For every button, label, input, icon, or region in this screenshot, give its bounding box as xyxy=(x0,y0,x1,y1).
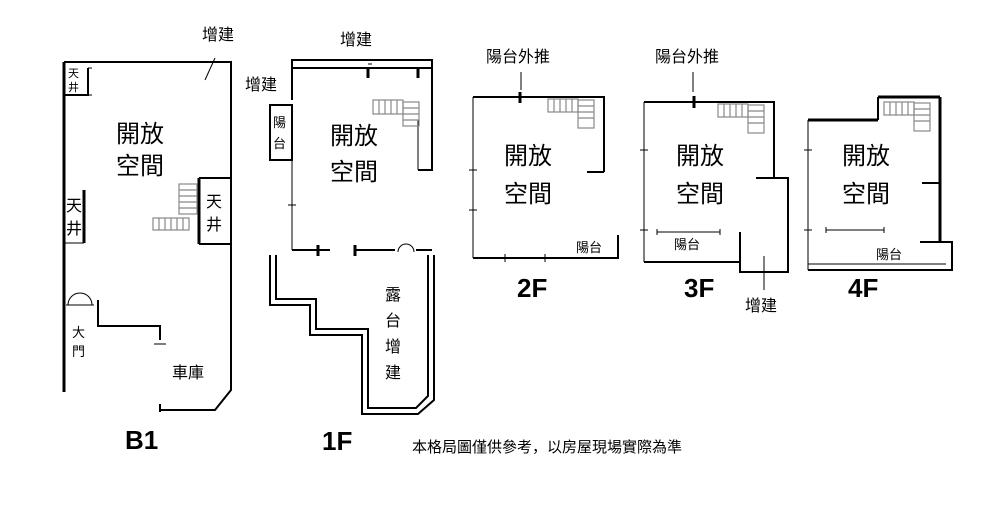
f2-open-space-1: 開放 xyxy=(504,142,552,170)
disclaimer-note: 本格局圖僅供參考，以房屋現場實際為準 xyxy=(412,438,682,456)
b1-open-space-1: 開放 xyxy=(116,120,164,148)
f3-open-space-1: 開放 xyxy=(676,142,724,170)
b1-light-well-left-2: 井 xyxy=(66,219,82,238)
f2-stairs xyxy=(547,98,595,129)
f1-floor-label: 1F xyxy=(322,426,352,456)
f1-open-space-1: 開放 xyxy=(330,122,378,150)
f1-extension-left-label: 增建 xyxy=(245,75,277,94)
f3-stairs xyxy=(717,103,765,134)
f3-balcony-pushout-label: 陽台外推 xyxy=(655,47,719,66)
b1-main-door-2: 門 xyxy=(72,345,85,360)
b1-light-well-left-1: 天 xyxy=(66,196,82,215)
f2-floor-label: 2F xyxy=(517,273,547,303)
f1-terrace-3: 增 xyxy=(385,337,401,356)
f3-floor-label: 3F xyxy=(684,273,714,303)
f1-terrace-2: 台 xyxy=(385,311,401,330)
f1-balcony-1: 陽 xyxy=(273,116,286,131)
f1-stairs xyxy=(372,99,420,127)
b1-open-space-2: 空間 xyxy=(116,152,164,180)
f1-plan: 增建 增建 陽 台 開放 空間 露 台 增 建 1F xyxy=(245,30,435,456)
f2-balcony-pushout-label: 陽台外推 xyxy=(486,47,550,66)
b1-main-door-1: 大 xyxy=(72,326,85,341)
b1-light-well-right-2: 井 xyxy=(206,215,222,234)
f4-open-space-1: 開放 xyxy=(842,142,890,170)
f1-extension-top-label: 增建 xyxy=(340,30,372,49)
f2-balcony-label: 陽台 xyxy=(576,241,602,256)
f2-open-space-2: 空間 xyxy=(504,180,552,208)
f4-balcony-label: 陽台 xyxy=(876,248,902,263)
f1-terrace-1: 露 xyxy=(385,285,401,304)
f4-floor-label: 4F xyxy=(848,273,878,303)
b1-light-well-top-1: 天 xyxy=(68,67,79,80)
b1-garage-label: 車庫 xyxy=(172,363,204,382)
f1-balcony-2: 台 xyxy=(273,137,286,152)
f3-open-space-2: 空間 xyxy=(676,180,724,208)
b1-plan: 天 井 增建 開放 空間 天 井 天 井 大 門 車庫 B1 xyxy=(62,25,234,455)
f1-terrace-4: 建 xyxy=(385,363,401,382)
b1-light-well-top-2: 井 xyxy=(68,80,79,94)
b1-floor-label: B1 xyxy=(125,425,158,455)
f4-stairs xyxy=(883,101,931,132)
b1-extension-label: 增建 xyxy=(202,25,234,44)
f3-plan: 陽台外推 開放 空間 陽台 增建 3F xyxy=(640,47,789,315)
f3-extension-label: 增建 xyxy=(745,296,777,315)
f1-open-space-2: 空間 xyxy=(330,158,378,186)
f4-plan: 開放 空間 陽台 4F xyxy=(804,95,953,303)
f3-balcony-label: 陽台 xyxy=(674,238,700,253)
b1-stairs xyxy=(152,183,198,231)
f4-open-space-2: 空間 xyxy=(842,180,890,208)
b1-light-well-right-1: 天 xyxy=(206,192,222,211)
f2-plan: 陽台外推 開放 空間 陽台 2F xyxy=(469,47,619,303)
